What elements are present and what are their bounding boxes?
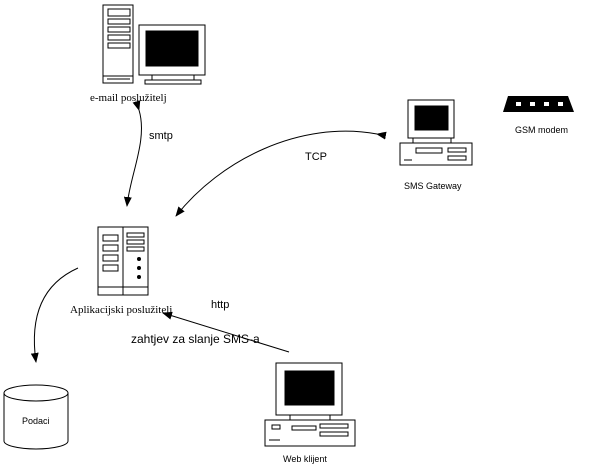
application-server-label: Aplikacijski poslužitelj — [70, 304, 172, 316]
web-client-label: Web klijent — [283, 454, 327, 464]
request-edge-label: zahtjev za slanje SMS-a — [131, 332, 260, 346]
email-server-label: e-mail poslužitelj — [90, 92, 167, 104]
smtp-connection-arrow — [123, 100, 142, 207]
email-server-computer-icon — [102, 4, 206, 85]
web-client-computer-icon — [264, 362, 356, 447]
gsm-modem-icon — [503, 96, 574, 112]
application-server-icon — [97, 226, 149, 296]
gsm-modem-label: GSM modem — [515, 125, 568, 135]
tcp-edge-label: TCP — [305, 151, 327, 163]
sms-gateway-label: SMS Gateway — [404, 181, 462, 191]
tcp-connection-arrow — [175, 130, 387, 217]
http-edge-label: http — [211, 299, 229, 311]
http-connection-arrow — [162, 311, 290, 353]
smtp-edge-label: smtp — [149, 130, 173, 142]
database-cylinder-icon — [3, 384, 69, 450]
database-connection-arrow — [30, 267, 79, 363]
database-label: Podaci — [22, 416, 50, 426]
sms-gateway-computer-icon — [399, 99, 473, 166]
